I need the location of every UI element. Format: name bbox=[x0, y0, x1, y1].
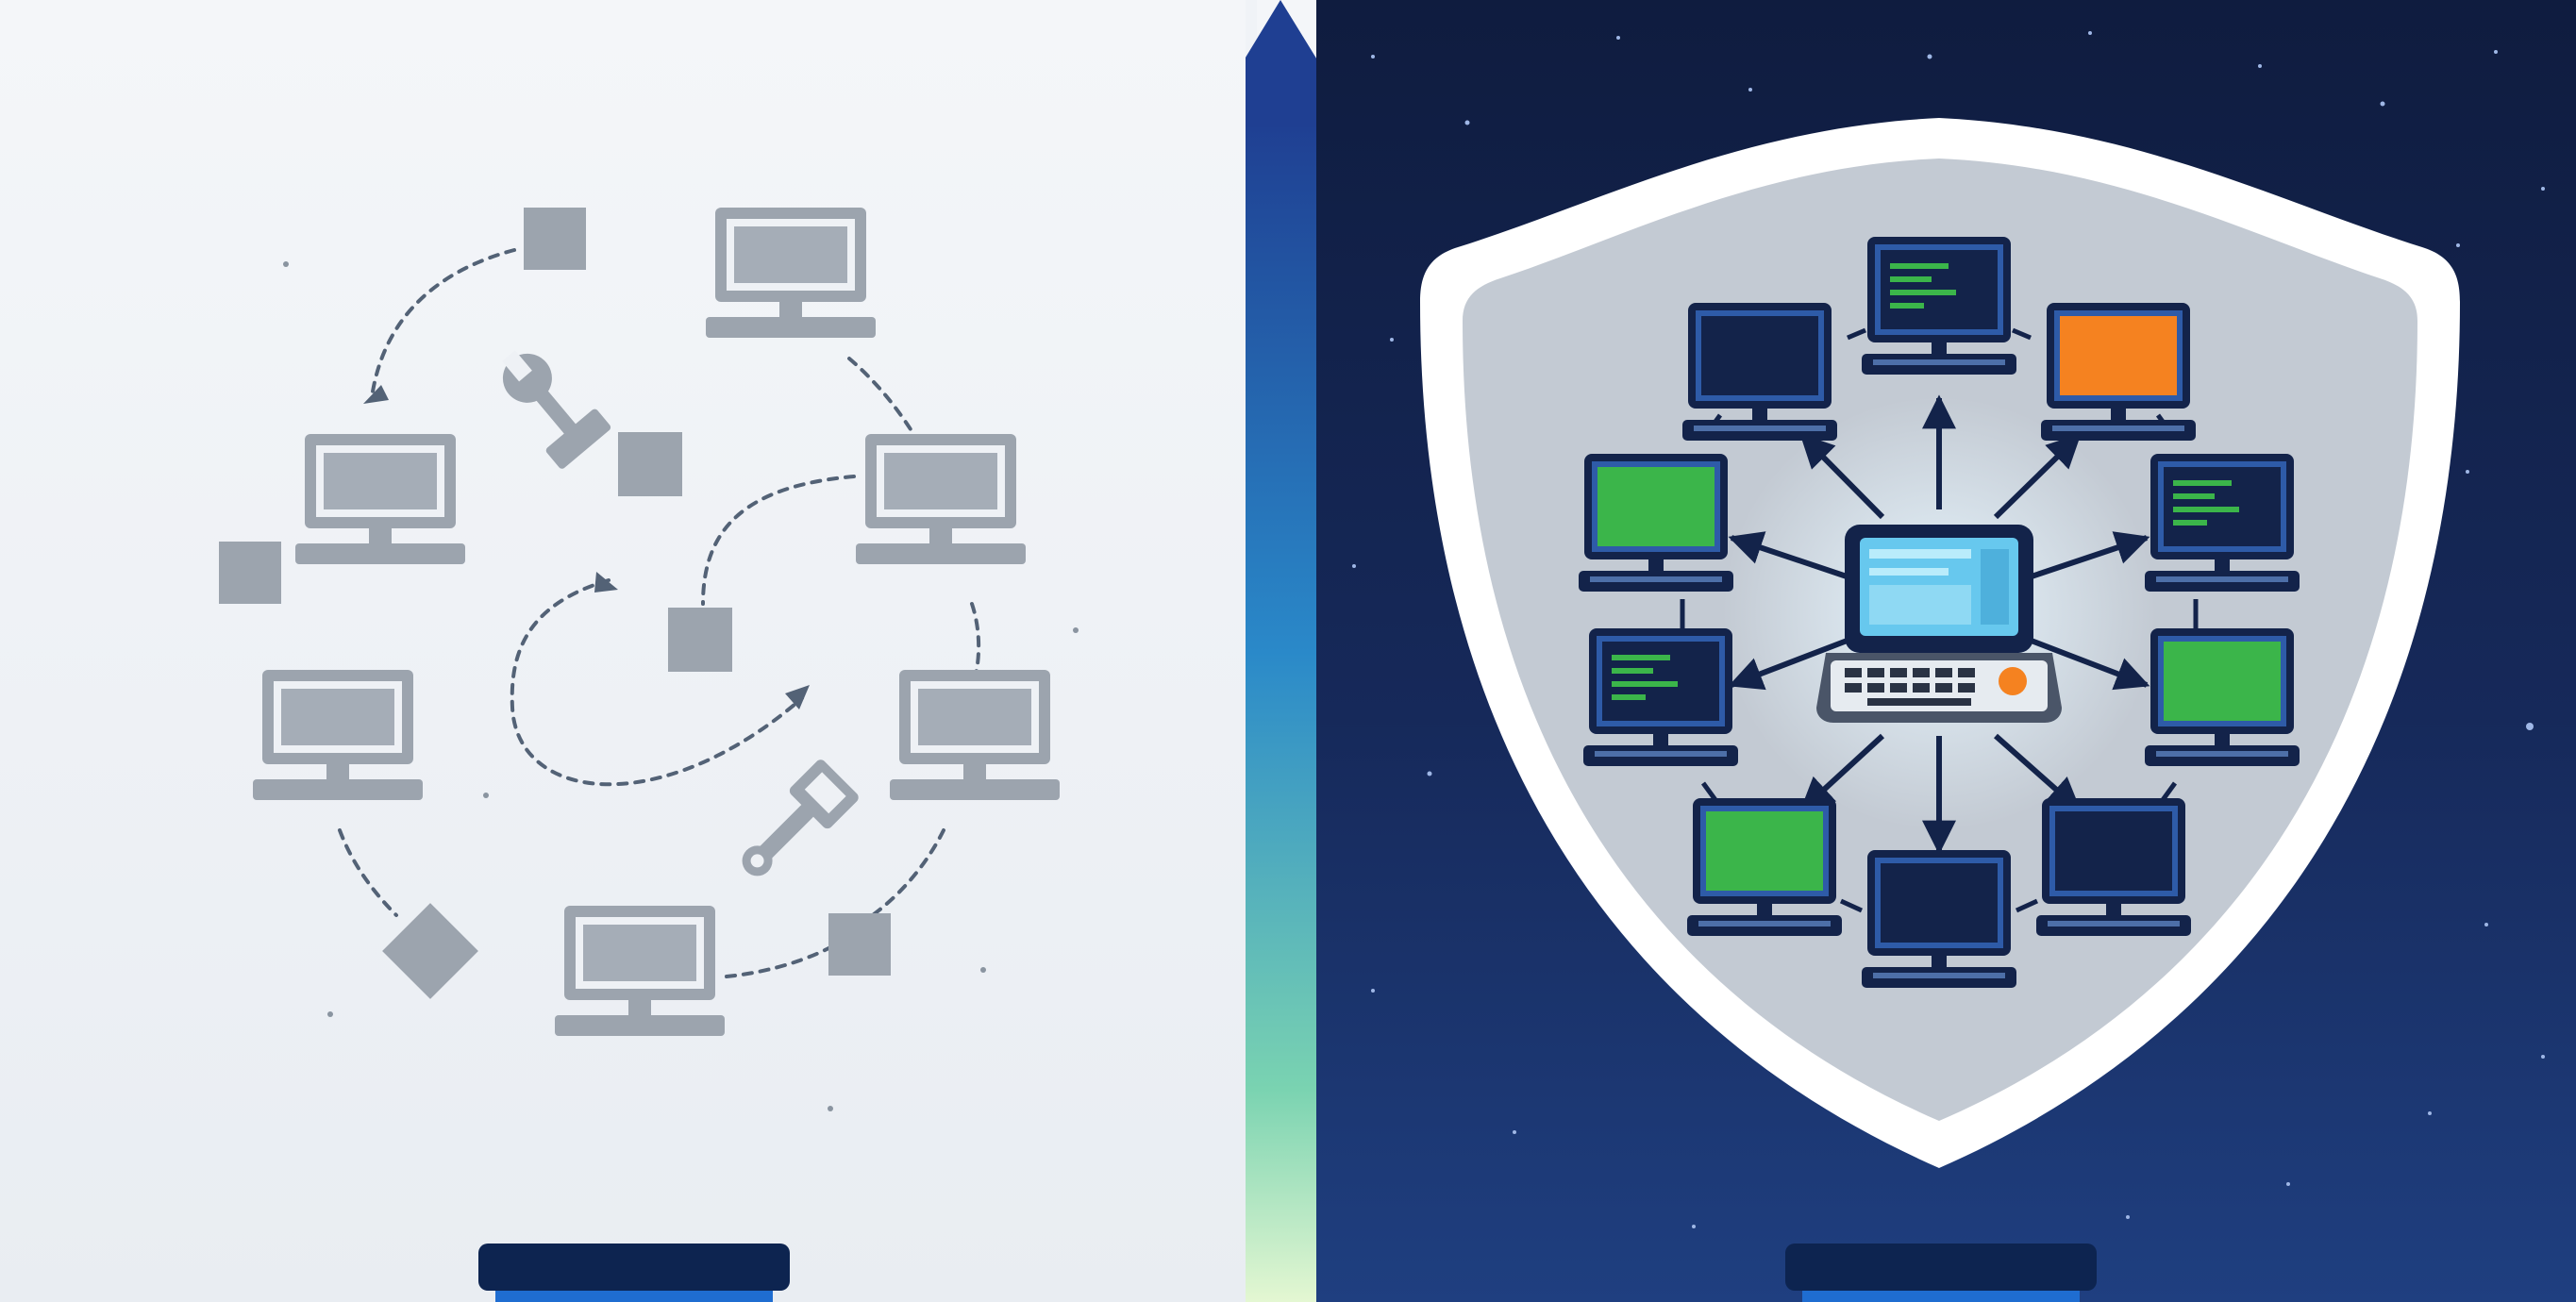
monitor-icon bbox=[2036, 798, 2191, 936]
monitor-icon bbox=[706, 208, 876, 338]
terminal-icon bbox=[2145, 454, 2300, 592]
monitor-icon bbox=[1687, 798, 1842, 936]
puzzle-block-icon bbox=[618, 432, 682, 496]
puzzle-block-icon bbox=[219, 542, 281, 604]
monitor-icon bbox=[1682, 303, 1837, 441]
up-arrow-icon bbox=[1246, 0, 1316, 1302]
monitor-icon bbox=[1862, 850, 2016, 988]
monitor-icon bbox=[253, 670, 423, 800]
protected-network-illustration bbox=[1352, 31, 2545, 1228]
monitor-icon bbox=[2145, 628, 2300, 766]
laptop-hub-icon bbox=[1816, 525, 2062, 723]
left-panel-disconnected-devices bbox=[0, 0, 1246, 1302]
puzzle-block-icon bbox=[668, 608, 732, 672]
right-panel-protected-network bbox=[1316, 0, 2576, 1302]
monitor-icon bbox=[890, 670, 1060, 800]
puzzle-block-icon bbox=[828, 913, 891, 976]
terminal-icon bbox=[1583, 628, 1738, 766]
monitor-icon bbox=[1579, 454, 1733, 592]
disconnected-devices-illustration bbox=[219, 208, 1079, 1111]
monitor-icon bbox=[295, 434, 465, 564]
puzzle-block-icon bbox=[382, 903, 478, 999]
monitor-icon bbox=[856, 434, 1026, 564]
wrench-icon bbox=[742, 760, 859, 876]
wrench-icon bbox=[502, 350, 611, 469]
monitor-icon bbox=[2041, 303, 2196, 441]
pedestal-right bbox=[1785, 1244, 2097, 1302]
monitor-icon bbox=[555, 906, 725, 1036]
terminal-icon bbox=[1862, 237, 2016, 375]
pedestal-left bbox=[478, 1244, 790, 1302]
divider-growth-arrow bbox=[1246, 0, 1316, 1302]
puzzle-block-icon bbox=[524, 208, 586, 270]
